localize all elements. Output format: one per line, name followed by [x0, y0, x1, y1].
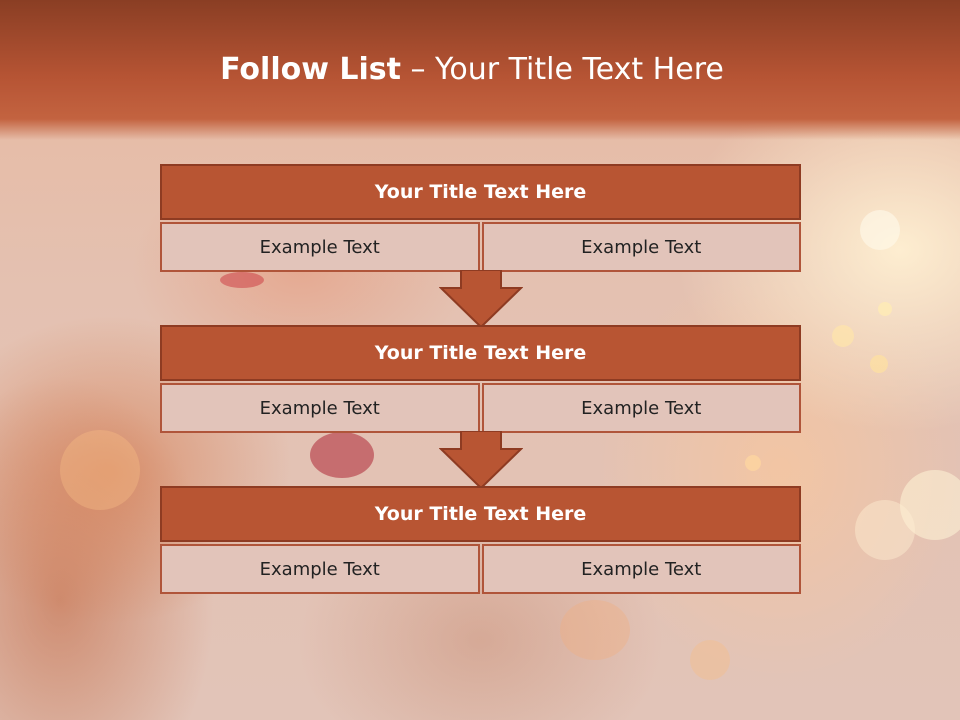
- block-cell-left[interactable]: Example Text: [160, 544, 480, 594]
- list-block-2: Your Title Text Here Example Text Exampl…: [160, 325, 801, 433]
- page-title-strong: Follow List: [220, 52, 401, 87]
- page-title: Follow List – Your Title Text Here: [0, 52, 944, 87]
- block-title[interactable]: Your Title Text Here: [160, 325, 801, 381]
- block-row: Example Text Example Text: [160, 383, 801, 433]
- page-title-rest: – Your Title Text Here: [400, 52, 724, 87]
- block-cell-left[interactable]: Example Text: [160, 222, 480, 272]
- block-cell-right[interactable]: Example Text: [481, 383, 801, 433]
- block-cell-right[interactable]: Example Text: [481, 222, 801, 272]
- down-arrow-icon: [439, 270, 523, 328]
- block-title[interactable]: Your Title Text Here: [160, 486, 801, 542]
- down-arrow-icon: [439, 431, 523, 489]
- block-row: Example Text Example Text: [160, 544, 801, 594]
- title-bar: [0, 0, 960, 140]
- block-cell-left[interactable]: Example Text: [160, 383, 480, 433]
- list-block-1: Your Title Text Here Example Text Exampl…: [160, 164, 801, 272]
- block-title[interactable]: Your Title Text Here: [160, 164, 801, 220]
- block-row: Example Text Example Text: [160, 222, 801, 272]
- list-block-3: Your Title Text Here Example Text Exampl…: [160, 486, 801, 594]
- block-cell-right[interactable]: Example Text: [481, 544, 801, 594]
